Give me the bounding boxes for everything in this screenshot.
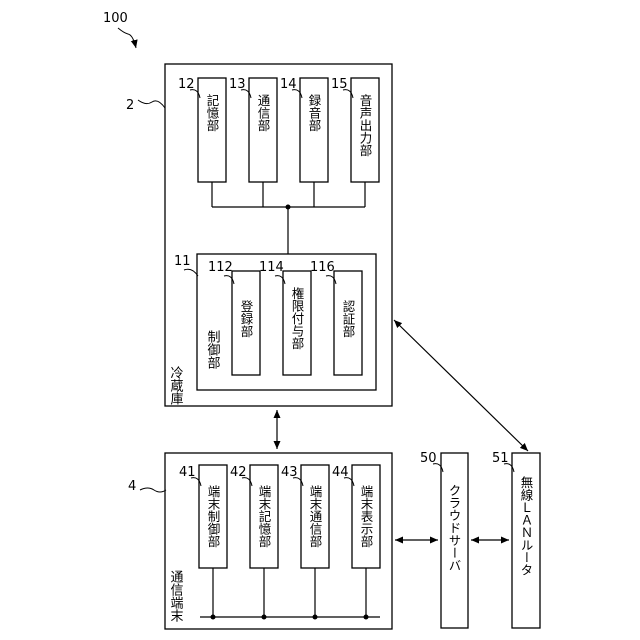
refrigerator-label: 冷蔵庫 (168, 366, 184, 405)
subunit-label: 認証部 (341, 299, 356, 338)
terminal-unit-label: 端末制御部 (206, 485, 221, 548)
unit-label: 記憶部 (205, 93, 220, 132)
terminal-label: 通信端末 (168, 570, 184, 622)
terminal-ref: 4 (128, 479, 136, 494)
cloud-server-label: クラウドサーバ (447, 484, 462, 572)
unit-label: 録音部 (307, 93, 322, 132)
subunit-label: 登録部 (239, 299, 254, 338)
router-label: 無線ＬＡＮルータ (519, 475, 534, 576)
control-ref: 11 (174, 254, 191, 269)
subunit-ref: 112 (208, 260, 233, 275)
terminal-unit-label: 端末記憶部 (257, 485, 272, 548)
subunit-ref: 116 (310, 260, 335, 275)
terminal-leader (140, 488, 166, 492)
figure-ref-leader (118, 28, 136, 48)
refrigerator-ref: 2 (126, 98, 134, 113)
refrigerator-leader (138, 100, 165, 108)
subunit-ref: 114 (259, 260, 284, 275)
terminal-unit-label: 端末通信部 (308, 485, 323, 548)
fridge-router-arrow (394, 320, 528, 451)
terminal-unit-label: 端末表示部 (359, 485, 374, 548)
unit-label: 通信部 (256, 94, 271, 132)
control-label: 制御部 (205, 330, 221, 369)
subunit-label: 権限付与部 (290, 286, 305, 350)
figure-ref-number: 100 (103, 11, 128, 26)
unit-label: 音声出力部 (358, 93, 373, 157)
